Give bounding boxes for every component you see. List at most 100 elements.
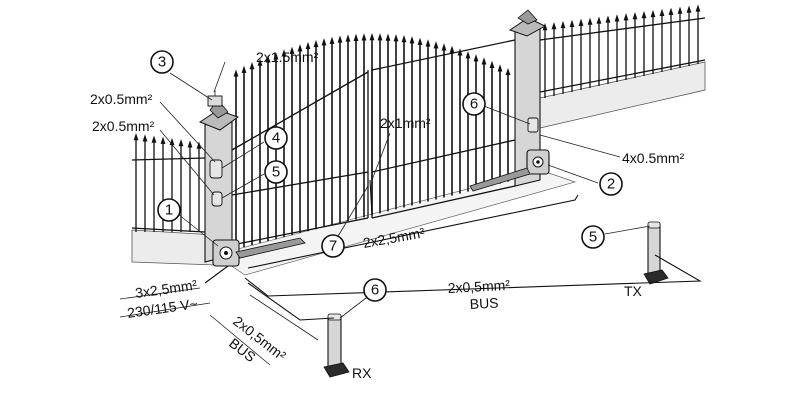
label-tx: TX (624, 283, 643, 299)
fence-rail (539, 59, 706, 93)
pillar-photocell-left (211, 191, 223, 207)
svg-text:7: 7 (329, 238, 337, 255)
svg-text:5: 5 (589, 229, 597, 246)
callouts: 1 2 3 4 5 6 7 5 6 (150, 50, 623, 302)
motor-right (526, 149, 550, 175)
fence-spike (686, 5, 692, 13)
flashing-lamp (207, 90, 223, 107)
photocell-column-rx (323, 313, 350, 378)
fence-spike (596, 16, 602, 24)
gate-spike (313, 39, 319, 48)
gate-spike (345, 34, 351, 42)
gate-spike (497, 64, 503, 72)
fence-spike (623, 13, 629, 21)
fence-spike (614, 14, 620, 22)
fence-spike (605, 15, 611, 23)
gate-leaf-right (369, 33, 516, 219)
actuator-arm-right (469, 167, 531, 192)
right-pillar (508, 9, 547, 187)
callout-3: 3 (150, 50, 174, 74)
gate-spike (289, 46, 295, 54)
fence-spike (578, 18, 584, 26)
gate-spike (377, 33, 383, 41)
left-pillar (198, 99, 240, 263)
svg-text:6: 6 (371, 282, 379, 299)
key-selector (209, 159, 223, 179)
fence-spike (695, 4, 701, 12)
fence-spike (551, 21, 557, 30)
gate-spike (449, 45, 455, 53)
label-right-cable: 4x0.5mm² (622, 150, 685, 166)
fence-spike (587, 17, 593, 25)
label-rx: RX (352, 365, 372, 381)
gate-spike (385, 33, 391, 41)
right-fence (539, 4, 706, 98)
callout-6-lower: 6 (363, 278, 387, 302)
fence-rail (131, 157, 206, 161)
svg-text:1: 1 (165, 202, 173, 219)
svg-text:6: 6 (470, 96, 478, 113)
gate-rail (231, 171, 369, 196)
gate-spike (329, 36, 335, 44)
label-left-lower-cable: 2x0.5mm² (92, 118, 155, 134)
fence-spike (677, 6, 683, 14)
gate-spike (441, 43, 447, 51)
callout-leaders (159, 61, 651, 319)
callout-5-lower: 5 (581, 225, 605, 249)
fence-spike (560, 20, 566, 29)
gate-spike (265, 55, 271, 63)
fence-spike (142, 134, 148, 142)
gate-spike (353, 33, 359, 41)
cable-routes (119, 179, 702, 366)
fence-spike (641, 10, 647, 19)
fence-spike (187, 140, 193, 148)
gate-rail-top (371, 39, 516, 71)
fence-spike (569, 19, 575, 28)
fence-spike (151, 135, 157, 143)
gate-spike (233, 69, 239, 77)
gate-spike (401, 35, 407, 43)
ground-platform (214, 169, 577, 276)
gate-spike (409, 36, 415, 44)
motor-left (212, 239, 240, 267)
fence-spike (133, 133, 139, 141)
label-left-upper-cable: 2x0.5mm² (90, 91, 153, 107)
gate-spike (433, 41, 439, 49)
actuator-arm-left (235, 237, 306, 259)
gate-leaf-left (231, 33, 369, 250)
gate-spike (425, 39, 431, 47)
gate-spike (361, 33, 367, 41)
svg-text:4: 4 (272, 130, 280, 147)
gate-rail (371, 139, 516, 173)
label-bus-main-word: BUS (469, 295, 499, 312)
gate-spike (489, 60, 495, 68)
callout-1: 1 (157, 198, 181, 222)
fence-spike (668, 7, 674, 15)
gate-rail (371, 185, 516, 219)
callout-6-upper: 6 (462, 92, 486, 116)
label-gate-cross-cable: 2x1mm² (380, 115, 431, 131)
gate-spike (257, 58, 263, 66)
label-bus-main-cable: 2x0,5mm² (447, 277, 510, 296)
fence-spike (650, 9, 656, 18)
fence-spike (632, 12, 638, 20)
svg-text:5: 5 (272, 164, 280, 181)
photocell-column-tx (643, 221, 669, 285)
callout-4: 4 (264, 126, 288, 150)
label-lamp-cable: 2x1.5mm² (256, 49, 319, 65)
gate-spike (417, 37, 423, 45)
fence-spike (659, 8, 665, 16)
gate-spike (481, 57, 487, 65)
fence-spike (178, 139, 184, 147)
gate-spike (281, 49, 287, 57)
callout-7: 7 (321, 234, 345, 258)
svg-text:2: 2 (607, 176, 615, 193)
left-wall (131, 229, 216, 266)
gate-spike (305, 41, 311, 50)
gate-spike (369, 33, 375, 41)
gate-spike (393, 34, 399, 42)
pillar-photocell-right (527, 117, 539, 133)
svg-text:3: 3 (158, 54, 166, 71)
gate-spike (249, 62, 255, 70)
